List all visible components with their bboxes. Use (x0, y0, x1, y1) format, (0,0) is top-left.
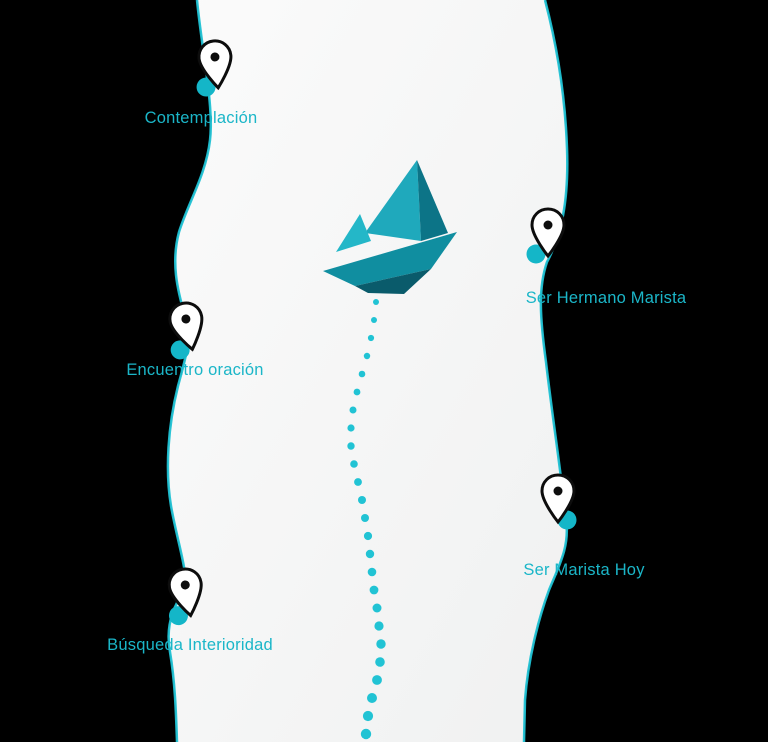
pin-dot (170, 340, 190, 360)
map-pin-icon (167, 567, 203, 626)
stop-label-ser-hermano-marista: Ser Hermano Marista (525, 289, 687, 307)
ribbon-right-edge (522, 0, 569, 742)
river-ribbon-shape (167, 0, 568, 742)
map-pin-icon (168, 301, 204, 360)
pin-dot (168, 606, 188, 626)
pin-dot (526, 244, 546, 264)
dotted-trail (347, 299, 386, 740)
map-pin-icon (540, 473, 577, 530)
map-pin-icon (196, 39, 233, 97)
stop-label-ser-marista-hoy: Ser Marista Hoy (523, 561, 645, 579)
pin-dot (196, 77, 216, 97)
ribbon-left-edge (166, 0, 213, 742)
stop-label-busqueda-interioridad: Búsqueda Interioridad (107, 636, 273, 654)
map-pin-icon (526, 207, 566, 264)
stop-label-contemplacion: Contemplación (144, 109, 258, 127)
stop-label-encuentro-oracion: Encuentro oración (126, 361, 264, 379)
paper-boat-icon (323, 160, 457, 294)
